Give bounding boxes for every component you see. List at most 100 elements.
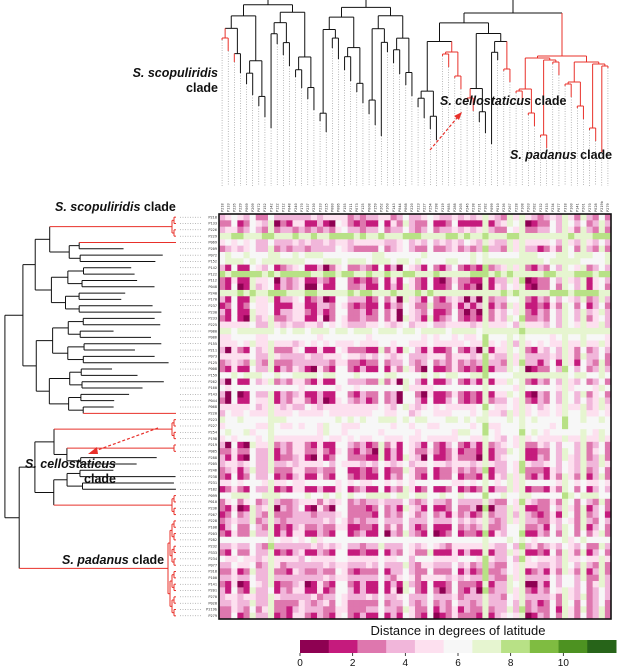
heatmap-cell	[402, 264, 410, 272]
heatmap-cell	[225, 340, 232, 348]
heatmap-cell	[531, 397, 538, 405]
heatmap-cell	[586, 467, 594, 474]
top-leaf-label: P044	[398, 203, 402, 212]
heatmap-cell	[433, 220, 440, 228]
heatmap-cell	[390, 258, 398, 266]
heatmap-cell	[323, 283, 330, 291]
heatmap-cell	[341, 397, 349, 405]
heatmap-cell	[555, 308, 563, 316]
heatmap-cell	[549, 308, 557, 316]
heatmap-cell	[525, 220, 532, 228]
heatmap-cell	[237, 289, 244, 297]
heatmap-cell	[402, 397, 410, 405]
left-leaf-label: P233	[208, 317, 217, 321]
heatmap-cell	[421, 606, 428, 614]
heatmap-cell	[402, 410, 410, 417]
color-scale-tick-label: 0	[297, 658, 303, 667]
heatmap-cell	[347, 346, 355, 354]
heatmap-cell	[476, 353, 483, 360]
heatmap-cell	[225, 334, 232, 341]
heatmap-cell	[219, 220, 226, 228]
heatmap-cell	[219, 543, 226, 550]
heatmap-cell	[439, 505, 447, 512]
heatmap-cell	[488, 454, 496, 462]
heatmap-cell	[519, 296, 526, 303]
heatmap-cell	[586, 226, 594, 234]
heatmap-cell	[298, 593, 306, 601]
heatmap-cell	[378, 378, 385, 386]
heatmap-cell	[249, 264, 257, 272]
heatmap-cell	[451, 536, 459, 544]
heatmap-cell	[543, 574, 551, 582]
heatmap-cell	[513, 327, 520, 335]
heatmap-cell	[433, 492, 440, 500]
heatmap-cell	[457, 232, 465, 240]
heatmap-cell	[347, 587, 355, 595]
heatmap-cell	[549, 606, 557, 614]
heatmap-cell	[519, 568, 526, 576]
heatmap-cell	[317, 524, 324, 531]
heatmap-cell	[280, 372, 287, 379]
heatmap-cell	[457, 517, 465, 525]
heatmap-cell	[231, 530, 238, 538]
heatmap-cell	[592, 403, 600, 411]
heatmap-cell	[372, 530, 379, 538]
heatmap-cell	[359, 448, 367, 455]
heatmap-cell	[574, 492, 581, 500]
left-leaf-label: P198	[208, 437, 217, 441]
heatmap-cell	[323, 441, 330, 449]
heatmap-cell	[574, 600, 581, 607]
heatmap-cell	[592, 492, 600, 500]
heatmap-cell	[433, 517, 440, 525]
heatmap-cell	[513, 289, 520, 297]
heatmap-cell	[439, 289, 447, 297]
heatmap-cell	[396, 505, 404, 512]
heatmap-cell	[372, 543, 379, 550]
heatmap-cell	[329, 460, 336, 468]
heatmap-cell	[470, 543, 477, 550]
heatmap-cell	[451, 486, 459, 493]
heatmap-cell	[604, 581, 612, 588]
heatmap-cell	[378, 220, 385, 228]
heatmap-cell	[580, 460, 587, 468]
heatmap-cell	[451, 606, 459, 614]
heatmap-cell	[231, 416, 238, 424]
heatmap-cell	[525, 511, 532, 519]
heatmap-cell	[482, 277, 489, 285]
heatmap-cell	[500, 296, 508, 303]
heatmap-cell	[408, 214, 416, 221]
heatmap-cell	[543, 524, 551, 531]
heatmap-cell	[433, 416, 440, 424]
heatmap-cell	[274, 454, 281, 462]
heatmap-cell	[519, 600, 526, 607]
heatmap-cell	[261, 353, 269, 360]
heatmap-cell	[366, 536, 373, 544]
heatmap-cell	[261, 245, 269, 253]
heatmap-cell	[359, 372, 367, 379]
heatmap-cell	[562, 321, 569, 329]
heatmap-cell	[280, 467, 287, 474]
heatmap-cell	[292, 251, 300, 259]
heatmap-cell	[353, 479, 361, 487]
heatmap-cell	[457, 283, 465, 291]
heatmap-cell	[451, 251, 459, 259]
color-scale-tick-label: 4	[403, 658, 409, 667]
heatmap-cell	[598, 391, 606, 398]
heatmap-cell	[298, 365, 306, 373]
heatmap-cell	[555, 568, 563, 576]
heatmap-cell	[249, 289, 257, 297]
heatmap-cell	[335, 384, 342, 392]
heatmap-cell	[439, 511, 447, 519]
heatmap-cell	[433, 549, 440, 557]
heatmap-cell	[237, 505, 244, 512]
heatmap-cell	[537, 524, 545, 531]
heatmap-cell	[378, 397, 385, 405]
heatmap-cell	[286, 473, 293, 481]
heatmap-cell	[555, 315, 563, 322]
heatmap-cell	[494, 435, 502, 443]
heatmap-cell	[304, 277, 312, 285]
heatmap-cell	[335, 346, 342, 354]
heatmap-cell	[366, 574, 373, 582]
heatmap-cell	[231, 251, 238, 259]
heatmap-cell	[500, 245, 508, 253]
